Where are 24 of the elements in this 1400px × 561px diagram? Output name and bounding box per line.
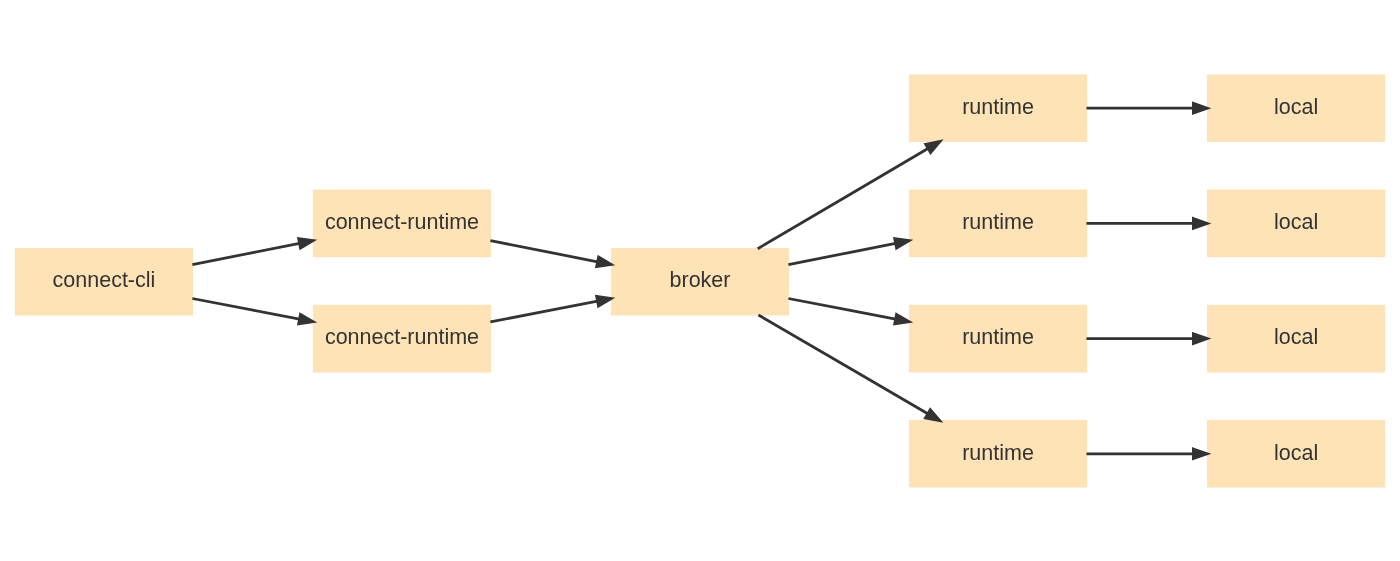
arrow <box>1086 216 1212 230</box>
arrow <box>757 313 944 423</box>
arrow <box>788 296 914 326</box>
arrow <box>192 296 318 326</box>
node-box: local <box>1206 73 1386 142</box>
node-box: connect-runtime <box>312 304 492 372</box>
node-box: local <box>1206 304 1386 372</box>
node-box: runtime <box>908 73 1088 142</box>
arrow <box>1086 446 1212 461</box>
arrow <box>788 236 914 266</box>
node-box: runtime <box>908 189 1088 257</box>
arrow <box>490 238 616 268</box>
arrow <box>757 138 944 250</box>
node-box: connect-runtime <box>312 189 492 257</box>
node-box: runtime <box>908 419 1088 488</box>
arrow <box>490 294 616 323</box>
node-box: local <box>1206 189 1386 257</box>
arrow <box>1086 331 1212 345</box>
arrow <box>192 236 318 266</box>
node-box: local <box>1206 419 1386 488</box>
node-box: connect-cli <box>14 247 194 316</box>
arrow <box>1086 100 1212 115</box>
node-box: runtime <box>908 304 1088 372</box>
node-box: broker <box>610 247 790 316</box>
